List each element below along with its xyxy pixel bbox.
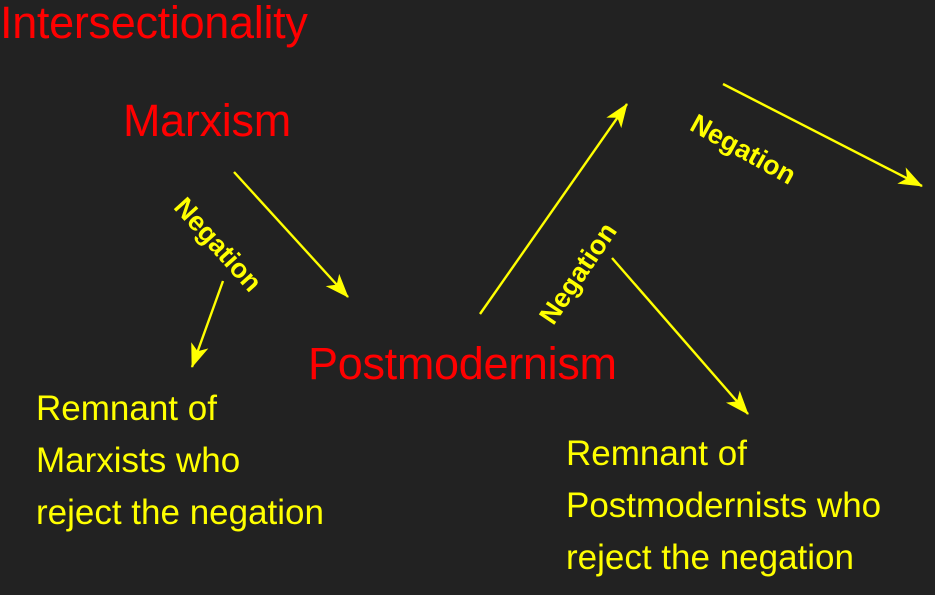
- remnant-marxists-line-3: reject the negation: [36, 493, 324, 532]
- node-postmodernism: Postmodernism: [308, 338, 617, 389]
- remnant-postmodernists-line-1: Remnant of: [566, 434, 747, 473]
- remnant-postmodernists-line-3: reject the negation: [566, 538, 854, 577]
- remnant-postmodernists-block: Remnant of Postmodernists who reject the…: [566, 428, 881, 584]
- arrow-postmodernism-to-intersectionality: [479, 103, 628, 315]
- arrow-marxism-to-remnant: [190, 280, 225, 368]
- node-intersectionality: Intersectionality: [0, 0, 308, 48]
- remnant-postmodernists-line-2: Postmodernists who: [566, 486, 882, 525]
- node-marxism: Marxism: [123, 95, 291, 146]
- remnant-marxists-line-1: Remnant of: [36, 389, 217, 428]
- remnant-marxists-block: Remnant of Marxists who reject the negat…: [36, 383, 324, 539]
- arrow-intersectionality-onward: [722, 82, 923, 188]
- arrow-postmodernism-to-remnant: [611, 257, 749, 415]
- remnant-marxists-line-2: Marxists who: [36, 441, 241, 480]
- arrow-marxism-to-postmodernism: [233, 171, 349, 298]
